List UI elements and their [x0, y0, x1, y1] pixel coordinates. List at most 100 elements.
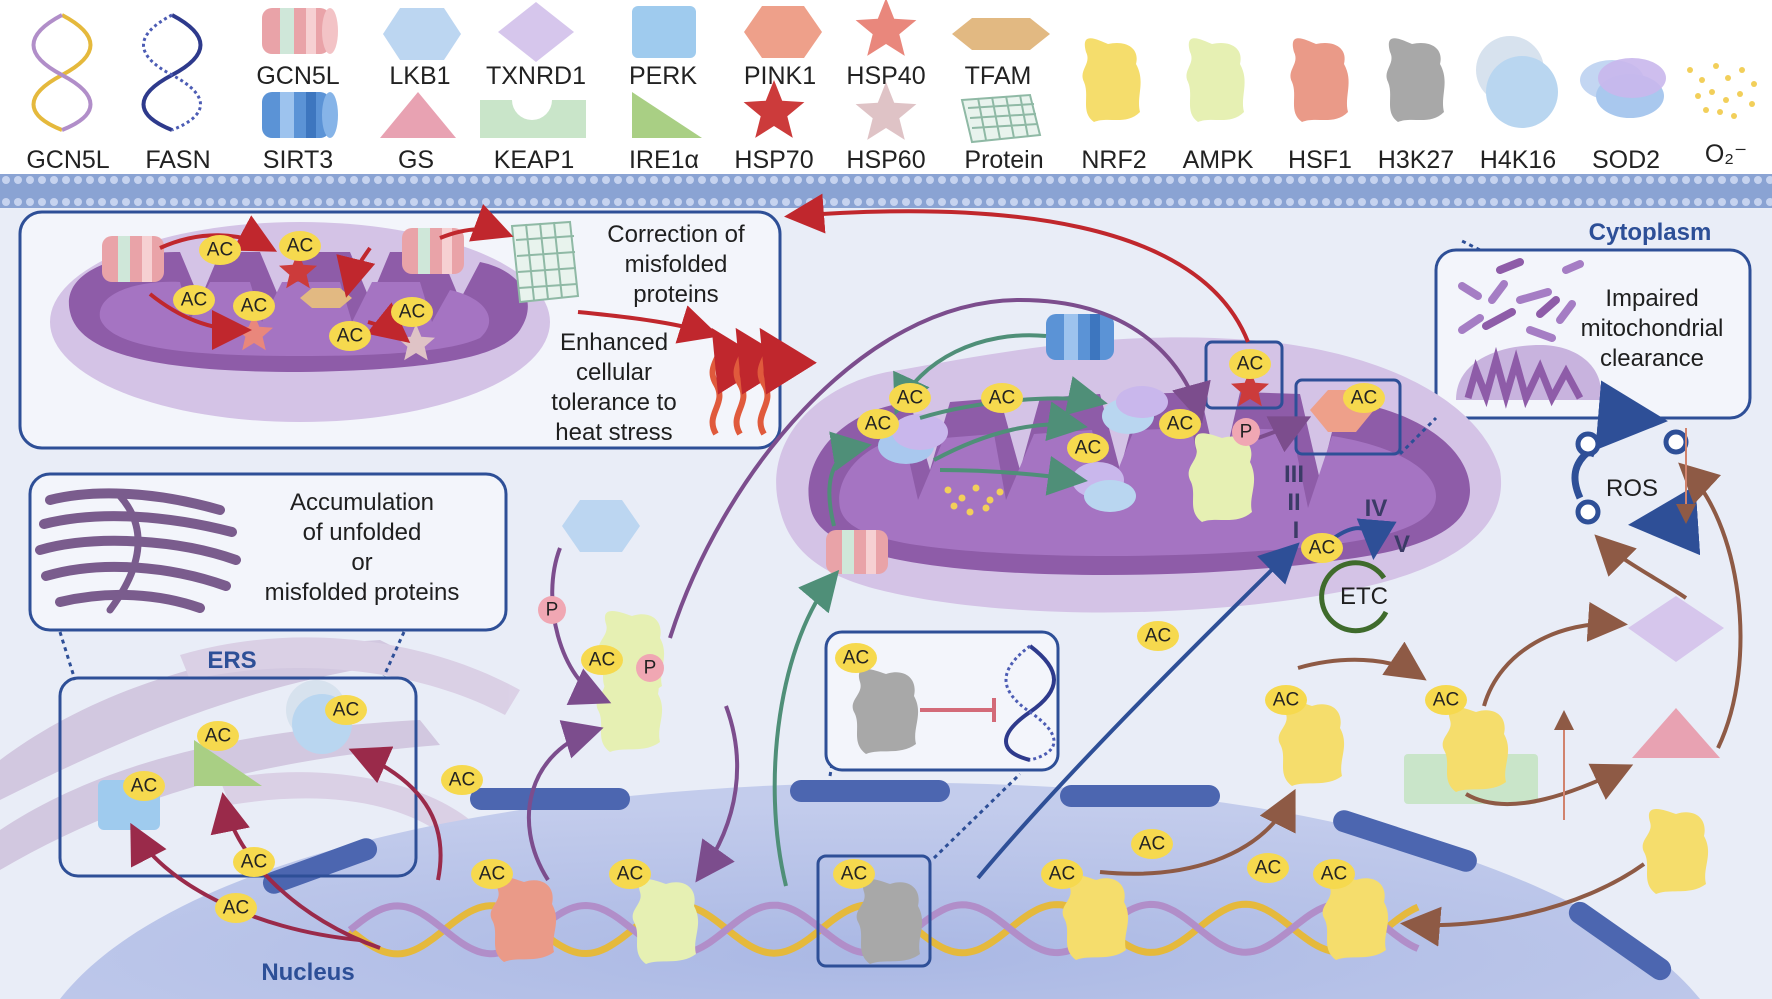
ros-cycle: ROS: [1571, 380, 1701, 556]
acetyl-badge: AC: [279, 231, 321, 261]
acetyl-label: AC: [897, 388, 923, 409]
h3k27-repression-box: [824, 630, 1060, 772]
acetyl-badge: AC: [889, 383, 931, 413]
acetyl-label: AC: [333, 700, 359, 721]
nrf2-keap1: [1442, 707, 1509, 792]
legend-fasn: FASN: [145, 146, 210, 174]
acetyl-label: AC: [1075, 438, 1101, 459]
ampk-icon: [1186, 38, 1245, 122]
acetyl-badge: AC: [1041, 859, 1083, 889]
hsf1-on-dna: [490, 877, 557, 962]
gs-cyto: [1632, 708, 1720, 758]
tolerance-text-line: tolerance to: [551, 389, 676, 416]
acetyl-label: AC: [1237, 354, 1263, 375]
ire1a-icon: [632, 92, 702, 138]
pink1-icon: [744, 6, 822, 58]
tolerance-text-line: Enhanced: [560, 329, 668, 356]
acetyl-badge: AC: [581, 645, 623, 675]
acetyl-label: AC: [207, 240, 233, 261]
heat-waves-icon: [709, 327, 817, 436]
acetyl-label: AC: [399, 302, 425, 323]
acetyl-badge: AC: [1425, 685, 1467, 715]
er-icon: [35, 488, 241, 614]
keap1-icon: [480, 100, 586, 138]
impaired-text-line: clearance: [1600, 345, 1704, 372]
gcn5l-barrel-icon: [262, 8, 338, 54]
acetyl-badge: AC: [1247, 853, 1289, 883]
legend-sod2: SOD2: [1592, 146, 1660, 174]
acetyl-label: AC: [843, 648, 869, 669]
complex-v: V: [1394, 531, 1410, 558]
acetyl-label: AC: [1273, 690, 1299, 711]
hsf1-icon: [1290, 38, 1349, 122]
folded-protein-icon: [510, 220, 580, 304]
acetyl-badge: AC: [1313, 859, 1355, 889]
acetyl-label: AC: [865, 414, 891, 435]
acetyl-badge: AC: [833, 859, 875, 889]
legend-nrf2: NRF2: [1081, 146, 1146, 174]
nrf2-cyto: [1278, 701, 1345, 786]
acetyl-label: AC: [205, 726, 231, 747]
acetyl-badge: AC: [1301, 533, 1343, 563]
phospho-label: P: [644, 658, 657, 679]
legend-gcn5l-dna: GCN5L: [26, 146, 109, 174]
acetyl-badge: AC: [233, 847, 275, 877]
ros-label: ROS: [1606, 475, 1658, 502]
endoplasmic-reticulum: [0, 637, 520, 870]
legend: GCN5L FASN GCN5L SIRT3 LKB1 GS: [26, 0, 1757, 174]
correction-text-line: proteins: [633, 281, 718, 308]
ampk-on-dna: [632, 879, 699, 964]
etc-label: ETC: [1340, 583, 1388, 610]
legend-gcn5l-barrel: GCN5L: [256, 62, 339, 90]
acetyl-label: AC: [1321, 864, 1347, 885]
acetyl-badge: AC: [1265, 685, 1307, 715]
ampk-cyto-p: [596, 667, 663, 752]
phospho-badge: P: [636, 654, 664, 682]
acetyl-badge: AC: [1229, 349, 1271, 379]
acetyl-badge: AC: [609, 859, 651, 889]
acetyl-label: AC: [589, 650, 615, 671]
fasn-dna-icon: [141, 13, 203, 132]
superoxide-dots: [944, 484, 1004, 516]
acetyl-badge: AC: [441, 765, 483, 795]
hsp70-icon: [743, 80, 805, 138]
cell-membrane: [0, 174, 1772, 208]
legend-keap1: KEAP1: [494, 146, 575, 174]
legend-sirt3: SIRT3: [263, 146, 333, 174]
complex-ii: II: [1287, 489, 1300, 516]
phospho-label: P: [1240, 422, 1253, 443]
tfam-icon: [952, 18, 1050, 50]
acetyl-label: AC: [287, 236, 313, 257]
legend-pink1: PINK1: [744, 62, 816, 90]
hsp70-panel: [279, 252, 317, 289]
acetyl-badge: AC: [1159, 409, 1201, 439]
legend-perk: PERK: [629, 62, 697, 90]
acetyl-badge: AC: [233, 291, 275, 321]
gs-icon: [380, 92, 456, 138]
accumulation-text-line: misfolded proteins: [265, 579, 460, 606]
txnrd1-cyto: [1628, 596, 1724, 662]
hsp60-icon: [855, 82, 917, 140]
acetyl-badge: AC: [1131, 829, 1173, 859]
legend-h4k16: H4K16: [1480, 146, 1556, 174]
accumulation-text-line: Accumulation: [290, 489, 434, 516]
acetyl-label: AC: [1139, 834, 1165, 855]
h4k16-icon: [1476, 36, 1558, 128]
legend-lkb1: LKB1: [389, 62, 450, 90]
accumulation-text-line: of unfolded: [303, 519, 422, 546]
damaged-mitochondrion-icon: [1456, 258, 1601, 409]
nrf2-on-dna-2: [1322, 875, 1389, 960]
nrf2-icon: [1082, 38, 1141, 122]
sirt3-barrel-icon: [262, 92, 338, 138]
acetyl-badge: AC: [123, 771, 165, 801]
complex-i: I: [1293, 517, 1300, 544]
acetyl-label: AC: [1351, 388, 1377, 409]
nucleus-label: Nucleus: [261, 959, 354, 986]
complex-iii: III: [1284, 461, 1304, 488]
acetyl-badge: AC: [325, 695, 367, 725]
acetyl-badge: AC: [391, 297, 433, 327]
